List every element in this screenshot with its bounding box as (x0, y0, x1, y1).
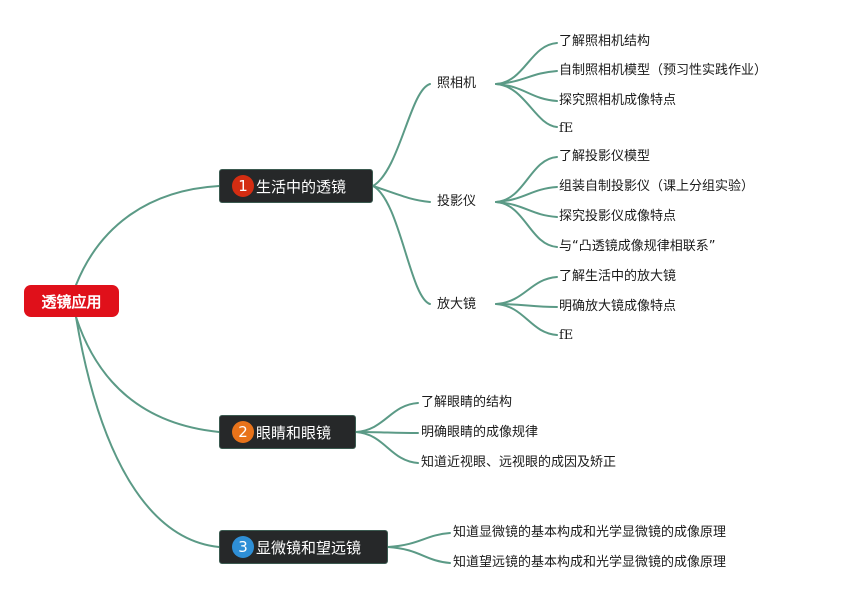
connector-root-topic1 (75, 185, 220, 286)
leaf-camera-3[interactable]: 探究照相机成像特点 (559, 93, 677, 108)
leaf-camera-1[interactable]: 了解照相机结构 (559, 34, 651, 49)
connector-camera-leaf4 (495, 83, 558, 128)
connector-topic1-camera (372, 83, 431, 187)
leaf-magnifier-1[interactable]: 了解生活中的放大镜 (559, 269, 677, 284)
connector-topic3-leaf2 (387, 546, 451, 564)
connector-magnifier-leaf3 (495, 303, 558, 336)
leaf-eyes-2[interactable]: 明确眼睛的成像规律 (421, 425, 539, 440)
topic-label: 眼睛和眼镜 (256, 423, 332, 442)
leaf-camera-4[interactable]: fE (559, 121, 574, 136)
topic-life-lenses[interactable]: 1 生活中的透镜 (219, 169, 373, 203)
connector-camera-leaf2 (495, 70, 558, 85)
leaf-magnifier-2[interactable]: 明确放大镜成像特点 (559, 299, 677, 314)
connector-projector-leaf4 (495, 201, 558, 248)
connector-projector-leaf2 (495, 186, 558, 203)
leaf-magnifier-3[interactable]: fE (559, 328, 574, 343)
number-badge: 1 (232, 175, 254, 197)
leaf-optics-1[interactable]: 知道显微镜的基本构成和光学显微镜的成像原理 (453, 525, 727, 540)
root-label: 透镜应用 (41, 292, 102, 311)
leaf-camera-2[interactable]: 自制照相机模型（预习性实践作业） (559, 63, 768, 78)
topic-label: 生活中的透镜 (256, 177, 347, 196)
leaf-optics-2[interactable]: 知道望远镜的基本构成和光学显微镜的成像原理 (453, 555, 727, 570)
number-badge: 3 (232, 536, 254, 558)
root-node[interactable]: 透镜应用 (24, 285, 119, 317)
topic-eyes-glasses[interactable]: 2 眼睛和眼镜 (219, 415, 356, 449)
topic-microscope-telescope[interactable]: 3 显微镜和望远镜 (219, 530, 388, 564)
leaf-eyes-3[interactable]: 知道近视眼、远视眼的成因及矫正 (421, 455, 617, 470)
topic-label: 显微镜和望远镜 (256, 538, 362, 557)
connector-topic2-leaf1 (355, 402, 419, 433)
connector-root-topic3 (75, 316, 220, 548)
leaf-eyes-1[interactable]: 了解眼睛的结构 (421, 395, 513, 410)
connector-topic1-magnifier (372, 185, 431, 305)
leaf-projector-4[interactable]: 与“凸透镜成像规律相联系” (559, 239, 716, 254)
connector-topic2-leaf3 (355, 431, 419, 464)
subtopic-camera[interactable]: 照相机 (437, 76, 477, 91)
subtopic-projector[interactable]: 投影仪 (437, 194, 477, 209)
leaf-projector-1[interactable]: 了解投影仪模型 (559, 149, 651, 164)
subtopic-magnifier[interactable]: 放大镜 (437, 297, 477, 312)
connector-topic3-leaf1 (387, 532, 451, 548)
connector-topic1-projector (372, 185, 431, 203)
leaf-projector-2[interactable]: 组装自制投影仪（课上分组实验） (559, 179, 755, 194)
leaf-projector-3[interactable]: 探究投影仪成像特点 (559, 209, 677, 224)
connector-root-topic2 (75, 316, 220, 433)
connector-magnifier-leaf1 (495, 276, 558, 305)
number-badge: 2 (232, 421, 254, 443)
